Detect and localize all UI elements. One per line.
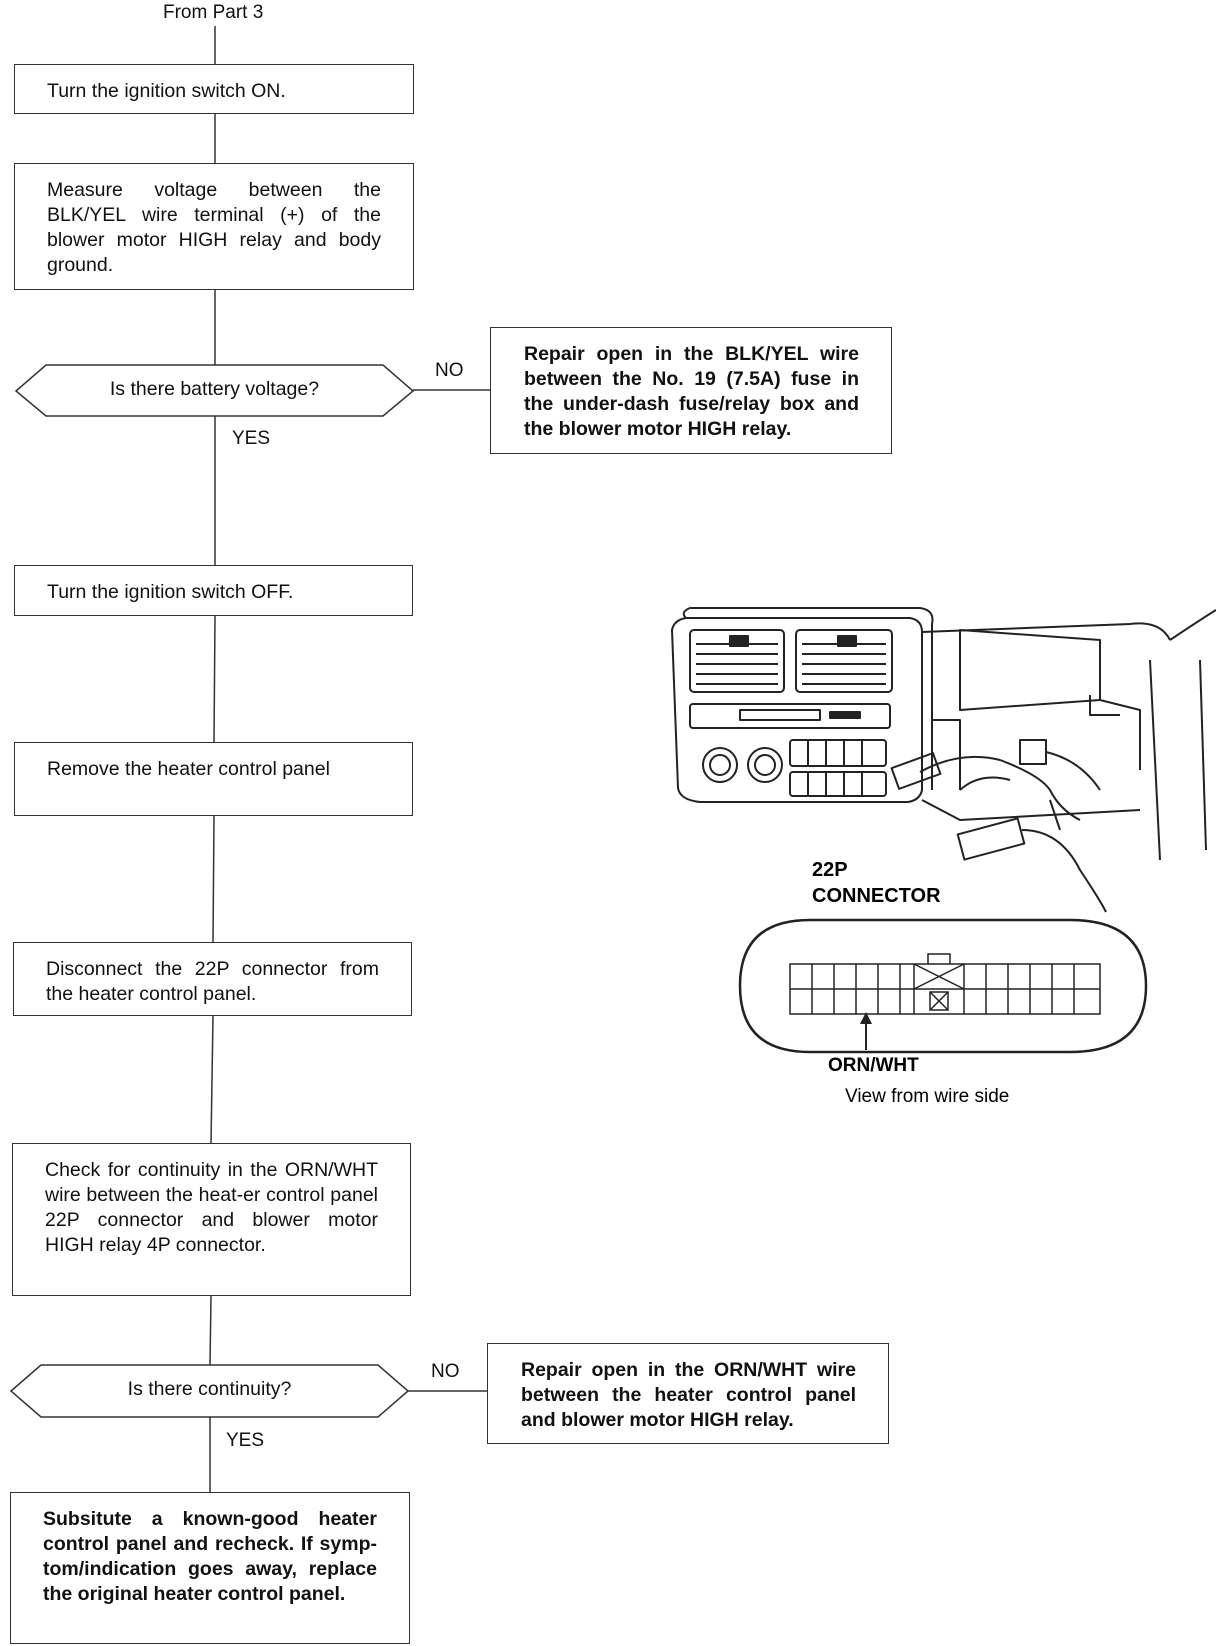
- view-caption: View from wire side: [845, 1086, 1009, 1107]
- 22p-connector-face: [789, 953, 1101, 1015]
- step-ignition-on: Turn the ignition switch ON.: [14, 64, 414, 114]
- connector-name-line1: 22P: [812, 859, 848, 881]
- from-part-label: From Part 3: [163, 2, 264, 23]
- continuity-question: Is there continuity?: [127, 1378, 292, 1400]
- repair-blk-yel-box: Repair open in the BLK/YEL wire between …: [490, 327, 892, 454]
- step-substitute-panel: Subsitute a known-good heater control pa…: [10, 1492, 410, 1644]
- yes-branch-label-2: YES: [226, 1430, 265, 1451]
- dashboard-illustration: 22P CONNECTOR ORN/WHT View from wire sid…: [671, 607, 1216, 1107]
- step-ignition-off: Turn the ignition switch OFF.: [14, 565, 413, 616]
- no-branch-label-1: NO: [435, 360, 464, 381]
- terminal-arrowhead: [860, 1012, 872, 1024]
- battery-voltage-question: Is there battery voltage?: [109, 378, 320, 400]
- step-disconnect-22p: Disconnect the 22P connector from the he…: [13, 942, 412, 1016]
- battery-decision-shape: [14, 364, 415, 417]
- yes-branch-label-1: YES: [232, 428, 271, 449]
- step-remove-panel: Remove the heater control panel: [14, 742, 413, 816]
- connector-callout: [738, 918, 1148, 1054]
- step-check-continuity: Check for continuity in the ORN/WHT wire…: [12, 1143, 411, 1296]
- connector-name-line2: CONNECTOR: [812, 885, 941, 907]
- dashboard-connector-illustration: 22P CONNECTOR ORN/WHT View from wire sid…: [660, 600, 1216, 1165]
- orn-wht-label: ORN/WHT: [828, 1055, 919, 1076]
- continuity-decision-shape: [9, 1364, 410, 1418]
- step-measure-voltage: Measure voltage between the BLK/YEL wire…: [14, 163, 414, 290]
- repair-orn-wht-box: Repair open in the ORN/WHT wire between …: [487, 1343, 889, 1444]
- no-branch-label-2: NO: [431, 1361, 460, 1382]
